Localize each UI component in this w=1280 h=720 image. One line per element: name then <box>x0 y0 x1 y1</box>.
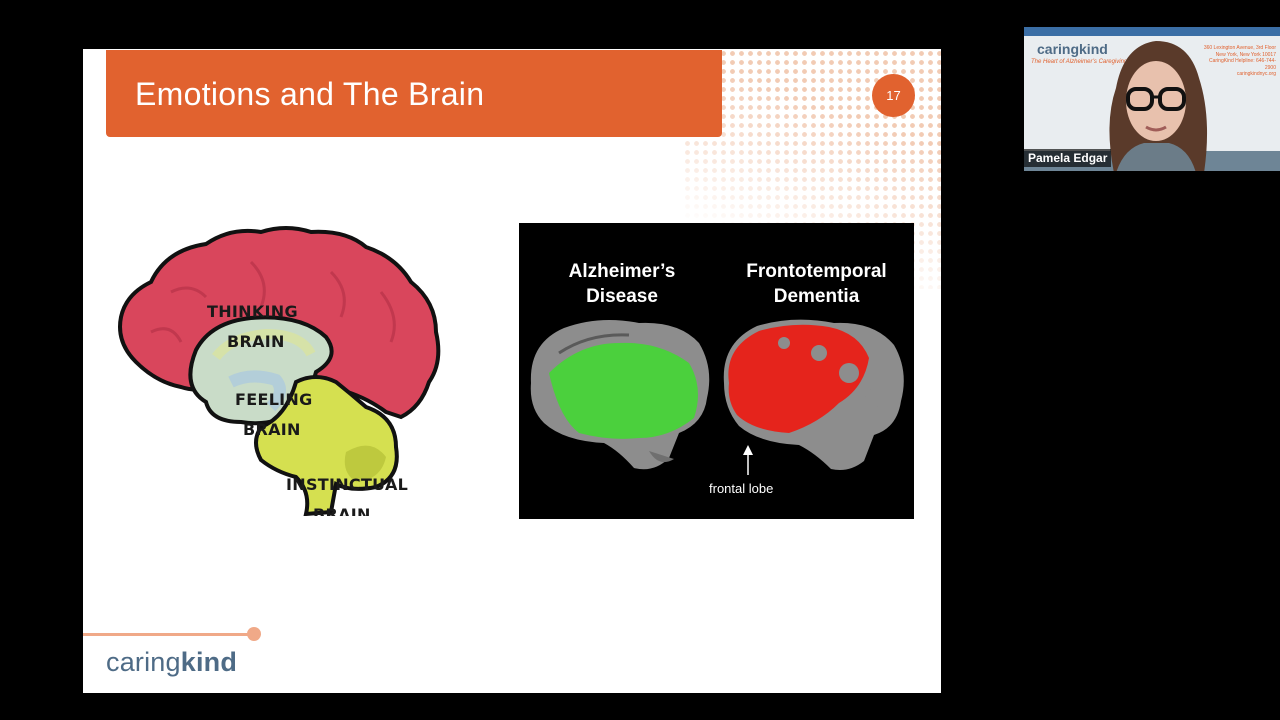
brain-scan-comparison-image: Alzheimer’s Disease Frontotemporal Demen… <box>519 223 914 519</box>
slide-title: Emotions and The Brain <box>135 76 484 113</box>
brain-label-instinctual-brain: BRAIN <box>313 505 371 516</box>
presentation-slide: Emotions and The Brain 17 THINKING BRAIN… <box>83 49 941 693</box>
ftd-brain-scan <box>724 320 904 470</box>
participant-video-feed <box>1094 33 1214 171</box>
brain-label-feeling-brain: BRAIN <box>243 420 301 439</box>
slide-page-number: 17 <box>872 74 915 117</box>
participant-name-label: Pamela Edgar <box>1024 149 1111 167</box>
alzheimers-brain-scan <box>531 320 709 469</box>
brain-label-thinking-brain: BRAIN <box>227 332 285 351</box>
caringkind-logo: caringkind <box>106 647 237 678</box>
footer-accent-line <box>83 633 255 636</box>
scan-caption-frontal-lobe: frontal lobe <box>709 481 773 496</box>
footer-accent-dot <box>247 627 261 641</box>
brain-label-instinctual: INSTINCTUAL <box>286 475 408 494</box>
slide-title-bar: Emotions and The Brain <box>106 50 722 137</box>
brain-label-feeling: FEELING <box>235 390 313 409</box>
participant-video-tile[interactable]: caringkind The Heart of Alzheimer’s Care… <box>1024 27 1280 171</box>
brain-label-thinking: THINKING <box>207 302 298 321</box>
scan-title-frontotemporal: Frontotemporal Dementia <box>729 259 904 309</box>
scan-title-alzheimers: Alzheimer’s Disease <box>547 259 697 309</box>
brain-illustration: THINKING BRAIN FEELING BRAIN INSTINCTUAL… <box>111 222 443 516</box>
